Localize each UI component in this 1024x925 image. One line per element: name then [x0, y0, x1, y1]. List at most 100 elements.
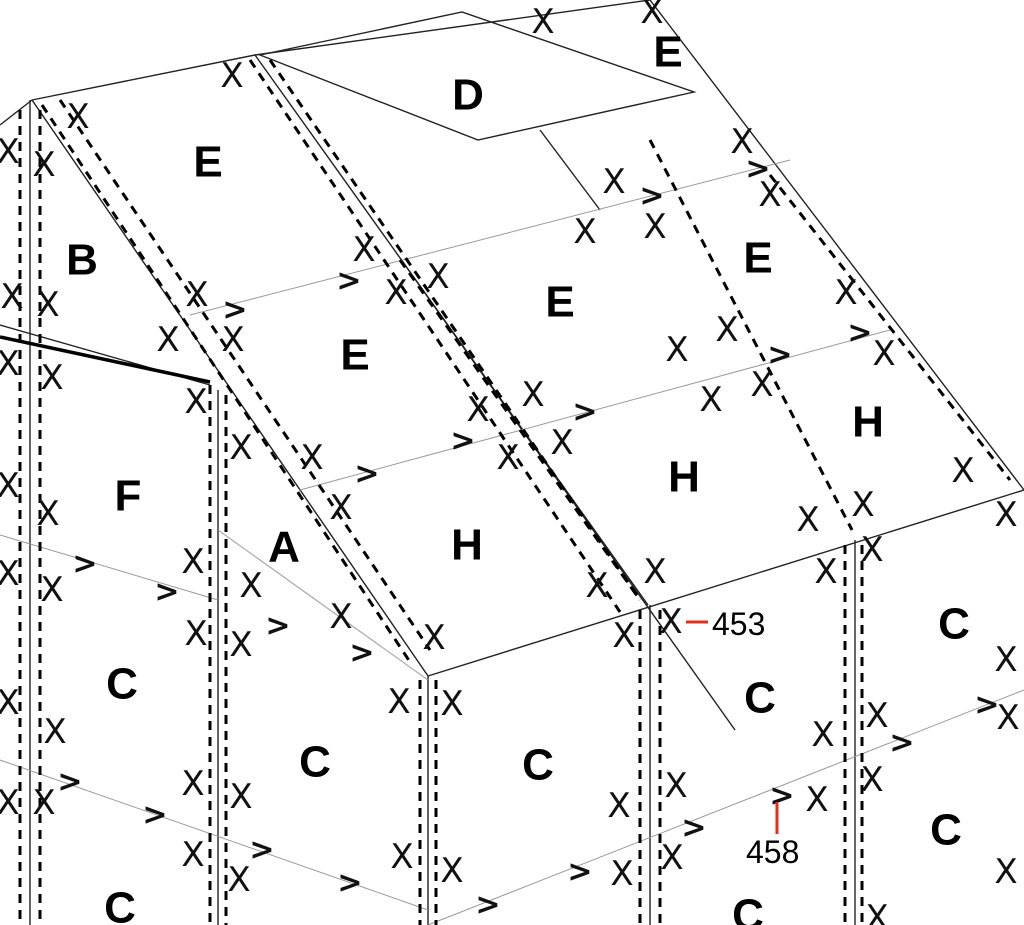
x-mark: X — [750, 365, 773, 405]
arrow-mark: > — [475, 888, 500, 923]
x-mark: X — [805, 780, 828, 820]
x-mark: X — [607, 786, 630, 826]
arrow-mark: > — [57, 765, 82, 800]
panel-labels: D E E E E E B F A H H H C C C C C C C C — [66, 28, 970, 925]
x-mark: X — [181, 542, 204, 582]
x-mark: X — [851, 485, 874, 525]
x-mark: X — [181, 764, 204, 804]
x-mark: X — [699, 380, 722, 420]
x-mark: X — [329, 597, 352, 637]
x-mark: X — [390, 837, 413, 877]
arrow-mark: > — [567, 855, 592, 890]
x-mark: X — [860, 760, 883, 800]
x-mark: X — [36, 494, 59, 534]
x-mark: X — [440, 851, 463, 891]
x-mark: X — [229, 777, 252, 817]
arrow-mark: > — [354, 457, 379, 492]
x-mark: X — [585, 566, 608, 606]
arrow-mark: > — [767, 338, 792, 373]
arrow-mark: > — [450, 424, 475, 459]
x-mark: X — [32, 783, 55, 823]
x-mark: X — [184, 614, 207, 654]
x-mark: X — [43, 712, 66, 752]
x-mark: X — [426, 257, 449, 297]
callout-453-label: 453 — [712, 606, 765, 642]
arrow-mark: > — [769, 779, 794, 814]
panel-label-d: D — [452, 71, 484, 120]
x-mark: X — [640, 0, 663, 32]
panel-label-c1: C — [938, 600, 970, 649]
x-mark: X — [184, 382, 207, 422]
panel-label-e2: E — [193, 138, 222, 187]
x-mark: X — [643, 207, 666, 247]
gable-heavy-line — [0, 335, 211, 384]
x-mark: X — [0, 554, 20, 594]
x-mark: X — [40, 358, 63, 398]
x-mark: X — [550, 423, 573, 463]
x-mark: X — [665, 330, 688, 370]
x-mark: X — [422, 618, 445, 658]
arrow-mark: > — [745, 152, 770, 187]
x-mark: X — [0, 344, 20, 384]
x-mark: X — [0, 132, 20, 172]
x-mark: X — [440, 684, 463, 724]
x-mark: X — [610, 854, 633, 894]
x-mark: X — [758, 175, 781, 215]
x-mark: X — [872, 334, 895, 374]
x-mark: X — [32, 145, 55, 185]
arrow-mark: > — [154, 575, 179, 610]
x-mark: X — [664, 766, 687, 806]
x-mark: X — [181, 835, 204, 875]
x-mark: X — [860, 530, 883, 570]
panel-label-e3: E — [743, 234, 772, 283]
x-mark: X — [466, 390, 489, 430]
callout-458: 458 — [746, 802, 799, 870]
arrow-mark: > — [974, 688, 999, 723]
arrow-mark: > — [337, 866, 362, 901]
x-mark: X — [715, 310, 738, 350]
x-mark: X — [0, 277, 23, 317]
x-mark: X — [660, 838, 683, 878]
callout-458-label: 458 — [746, 834, 799, 870]
x-mark: X — [811, 715, 834, 755]
arrow-mark: > — [249, 833, 274, 868]
x-mark: X — [40, 570, 63, 610]
x-mark: X — [994, 495, 1017, 535]
x-mark: X — [496, 438, 519, 478]
x-mark: X — [229, 428, 252, 468]
x-mark: X — [0, 783, 20, 823]
x-mark: X — [239, 566, 262, 606]
arrow-mark: > — [142, 798, 167, 833]
arrow-mark: > — [265, 609, 290, 644]
arrow-marks: >>>>>>>>>>>>>>>>>>>>>>> — [57, 152, 999, 923]
panel-label-e1: E — [653, 28, 682, 77]
panel-label-h2: H — [668, 453, 700, 502]
x-mark: X — [0, 466, 20, 506]
panel-label-c7: C — [104, 884, 136, 925]
x-mark: X — [814, 552, 837, 592]
panel-label-h3: H — [451, 521, 483, 570]
arrow-mark: > — [222, 293, 247, 328]
panel-label-c2: C — [106, 660, 138, 709]
x-mark: X — [834, 273, 857, 313]
x-mark: X — [300, 438, 323, 478]
panel-label-e4: E — [545, 278, 574, 327]
arrow-mark: > — [572, 395, 597, 430]
panel-label-b: B — [66, 236, 98, 285]
x-mark: X — [951, 451, 974, 491]
x-mark: X — [796, 500, 819, 540]
panel-label-f: F — [115, 472, 142, 521]
x-mark: X — [994, 640, 1017, 680]
x-mark: X — [329, 488, 352, 528]
x-mark: X — [66, 97, 89, 137]
x-mark: X — [387, 682, 410, 722]
x-mark: X — [36, 285, 59, 325]
arrow-mark: > — [847, 316, 872, 351]
x-mark: X — [156, 320, 179, 360]
arrow-mark: > — [681, 811, 706, 846]
panel-label-c3: C — [744, 674, 776, 723]
x-mark: X — [643, 552, 666, 592]
